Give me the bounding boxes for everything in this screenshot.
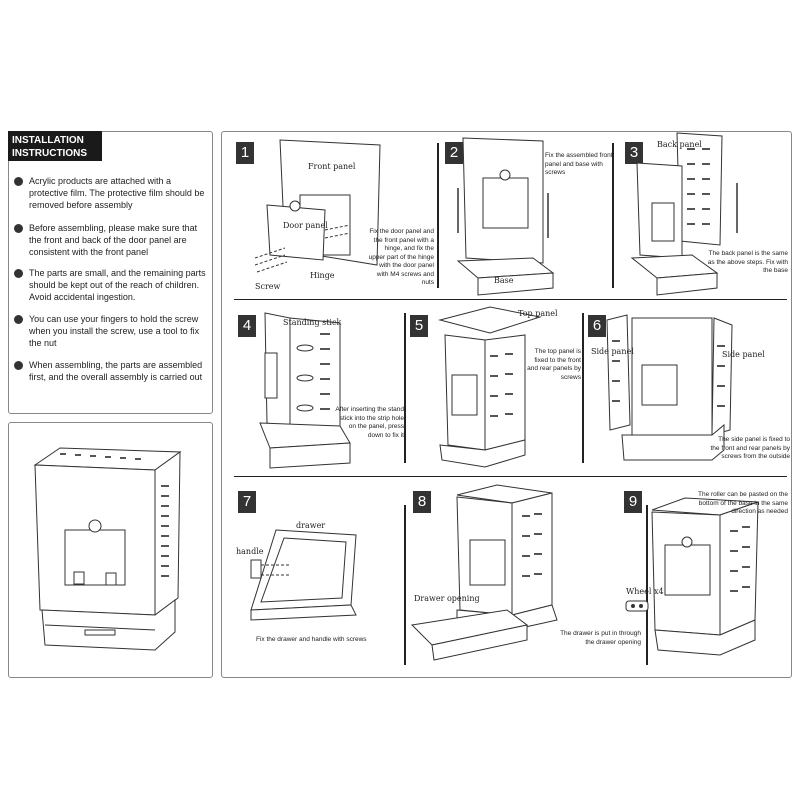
step-8-illustration (412, 485, 562, 665)
bullet-icon (14, 269, 23, 278)
label-top-panel: Top panel (518, 309, 558, 318)
step-number-7: 7 (238, 491, 256, 513)
instruction-item: You can use your fingers to hold the scr… (14, 313, 210, 349)
label-wheel: Wheel x4 (626, 587, 664, 596)
step-5-illustration (430, 305, 540, 475)
column-divider (612, 143, 614, 288)
step-number-3: 3 (625, 142, 643, 164)
step-8-caption: The drawer is put in through the drawer … (560, 630, 641, 646)
step-6-caption: The side panel is fixed to the front and… (710, 436, 791, 460)
bullet-icon (14, 177, 23, 186)
label-standing-stick: Standing stick (283, 318, 342, 327)
step-7-caption: Fix the drawer and handle with screws (256, 636, 367, 643)
instruction-text: Acrylic products are attached with a pro… (29, 176, 205, 210)
label-drawer: drawer (296, 521, 326, 530)
instruction-text: Before assembling, please make sure that… (29, 223, 198, 257)
label-front-panel: Front panel (308, 162, 356, 171)
label-door-panel: Door panel (283, 221, 328, 230)
step-9-caption: The roller can be pasted on the bottom o… (698, 491, 788, 515)
label-hinge: Hinge (310, 271, 335, 280)
step-number-1: 1 (236, 142, 254, 164)
instruction-text: You can use your fingers to hold the scr… (29, 314, 200, 348)
label-back-panel: Back panel (657, 140, 702, 149)
header-line-2: INSTRUCTIONS (12, 148, 87, 159)
column-divider (582, 313, 584, 463)
label-side-panel-left: Side panel (591, 347, 634, 356)
row-divider (234, 476, 787, 477)
instruction-item: When assembling, the parts are assembled… (14, 359, 210, 383)
step-number-6: 6 (588, 315, 606, 337)
step-4-illustration (255, 308, 355, 473)
step-3-caption: The back panel is the same as the above … (707, 250, 788, 274)
step-4-caption: After inserting the stand stick into the… (335, 406, 404, 439)
instruction-text: The parts are small, and the remaining p… (29, 268, 206, 302)
instructions-header: INSTALLATION INSTRUCTIONS (8, 131, 102, 161)
step-6-illustration (602, 310, 747, 470)
assembled-smoker-illustration (30, 440, 195, 665)
step-number-9: 9 (624, 491, 642, 513)
label-drawer-opening: Drawer opening (414, 594, 480, 603)
instruction-text: When assembling, the parts are assembled… (29, 360, 203, 382)
step-1-caption: Fix the door panel and the front panel w… (368, 228, 434, 286)
step-5-caption: The top panel is fixed to the front and … (527, 348, 581, 381)
step-number-4: 4 (238, 315, 256, 337)
label-side-panel-right: Side panel (722, 350, 765, 359)
column-divider (646, 505, 648, 665)
step-number-8: 8 (413, 491, 431, 513)
row-divider (234, 299, 787, 300)
step-9-illustration (650, 490, 760, 665)
step-2-illustration (448, 133, 573, 298)
step-7-illustration (246, 520, 371, 625)
label-screw: Screw (255, 282, 281, 291)
bullet-icon (14, 361, 23, 370)
column-divider (404, 313, 406, 463)
step-number-2: 2 (445, 142, 463, 164)
column-divider (404, 505, 406, 665)
bullet-icon (14, 315, 23, 324)
label-handle: handle (236, 547, 264, 556)
step-number-5: 5 (410, 315, 428, 337)
instruction-item: Before assembling, please make sure that… (14, 222, 210, 258)
step-3-illustration (632, 133, 752, 298)
header-line-1: INSTALLATION (12, 135, 84, 146)
step-1-illustration (255, 140, 385, 285)
column-divider (437, 143, 439, 288)
instruction-item: The parts are small, and the remaining p… (14, 267, 210, 303)
label-base: Base (494, 276, 514, 285)
instructions-panel (8, 131, 213, 414)
wheel-icon (626, 601, 648, 611)
instruction-item: Acrylic products are attached with a pro… (14, 175, 210, 211)
step-2-caption: Fix the assembled front panel and base w… (545, 152, 613, 176)
bullet-icon (14, 224, 23, 233)
